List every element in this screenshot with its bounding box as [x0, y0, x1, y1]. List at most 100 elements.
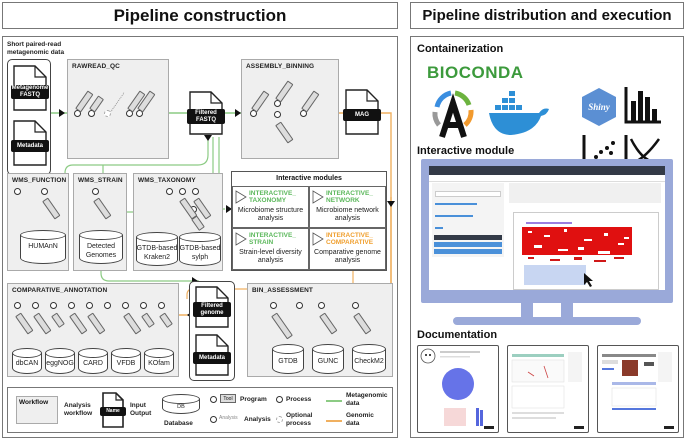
process-node: [270, 302, 277, 309]
module-name: INTERACTIVE_ TAXONOMY: [249, 190, 296, 204]
process-node: [50, 302, 57, 309]
database-vfdb: VFDB: [111, 348, 141, 374]
workflow-label: WMS_STRAIN: [78, 177, 123, 184]
metagenome-fastq-doc: Metagenome FASTQ: [11, 65, 49, 111]
process-node: [14, 188, 21, 195]
legend-analysis-label: Analysis: [244, 416, 271, 423]
interactive-modules-header: Interactive modules: [232, 172, 386, 187]
documentation-heading: Documentation: [417, 329, 498, 341]
process-node: [274, 111, 281, 118]
legend-optional-label: Optional process: [286, 412, 313, 427]
pipeline-construction-panel: Short paired-read metagenomic data Metag…: [2, 36, 398, 438]
metadata-label: Metadata: [11, 140, 49, 152]
module-interactive-taxonomy[interactable]: INTERACTIVE_ TAXONOMY Microbiome structu…: [232, 186, 309, 228]
workflow-label: ASSEMBLY_BINNING: [246, 63, 315, 70]
metagenomic-line-down: [64, 137, 209, 174]
metadata2-label: Metadata: [193, 352, 231, 364]
database-kofam: KOfam: [144, 348, 174, 374]
workflow-comparative-annotation[interactable]: COMPARATIVE_ANNOTATION dbCAN eggNOG CARD: [7, 283, 179, 377]
module-interactive-comparative[interactable]: INTERACTIVE_ COMPARATIVE Comparative gen…: [309, 228, 386, 270]
heatmap-plot: [522, 222, 632, 287]
legend-io-doc: Name: [100, 392, 126, 428]
tool-tag: [105, 88, 125, 113]
database-humann: HUMAnN: [20, 230, 66, 264]
legend-tool-label: Program: [240, 396, 267, 403]
legend-db-label: Database: [164, 420, 193, 427]
database-checkm2: CheckM2: [352, 344, 386, 374]
workflow-assembly-binning[interactable]: ASSEMBLY_BINNING: [241, 59, 339, 159]
database-card: CARD: [78, 348, 108, 374]
module-interactive-strain[interactable]: INTERACTIVE_ STRAIN Strain-level diversi…: [232, 228, 309, 270]
legend-process-node: [276, 396, 283, 403]
module-desc: Strain-level diversity analysis: [239, 249, 302, 264]
interactive-module-heading: Interactive module: [417, 145, 515, 157]
workflow-wms-taxonomy[interactable]: WMS_TAXONOMY GTDB-based Kraken2 GTDB-bas…: [133, 173, 223, 271]
filtered-fastq-doc: Filtered FASTQ: [187, 91, 225, 135]
tool-tag: [33, 312, 52, 335]
tool-tag: [15, 312, 34, 335]
optional-process-node: [104, 110, 111, 117]
monitor-frame: [421, 159, 673, 303]
arrow-into-filtered: [204, 135, 212, 141]
legend: Workflow Analysis workflow Name Input Ou…: [7, 387, 393, 433]
mag-doc: MAG: [343, 89, 381, 135]
play-icon: [235, 232, 247, 246]
doc-screenshot-1[interactable]: [417, 345, 499, 433]
module-interactive-network[interactable]: INTERACTIVE_ NETWORK Microbiome network …: [309, 186, 386, 228]
metadata2-doc: Metadata: [193, 334, 231, 376]
database-detected-genomes: Detected Genomes: [79, 230, 123, 264]
filtered-genome-doc: Filtered genome: [193, 286, 231, 328]
workflow-label: COMPARATIVE_ANNOTATION: [12, 287, 108, 294]
app-screen: [429, 166, 665, 290]
play-icon: [312, 190, 324, 204]
pipeline-distribution-panel: Containerization BIOCONDA Shiny: [410, 36, 684, 438]
module-name: INTERACTIVE_ STRAIN: [249, 232, 296, 246]
legend-genomic-label: Genomic data: [346, 412, 374, 427]
arrow-into-interactive: [226, 205, 232, 213]
legend-analysis-node: [210, 416, 217, 423]
tool-tag: [93, 197, 112, 220]
app-navbar: [429, 166, 665, 175]
docker-logo-icon: [489, 91, 549, 135]
process-node: [158, 302, 165, 309]
legend-db-cylinder: DB: [162, 394, 200, 414]
module-name: INTERACTIVE_ COMPARATIVE: [326, 232, 374, 246]
workflow-wms-function[interactable]: WMS_FUNCTION HUMAnN: [7, 173, 69, 271]
process-node: [92, 188, 99, 195]
workflow-label: WMS_TAXONOMY: [138, 177, 196, 184]
process-node: [318, 302, 325, 309]
process-node: [352, 302, 359, 309]
arrow-into-assembly: [235, 109, 241, 117]
tool-tag: [69, 312, 88, 335]
workflow-rawread-qc[interactable]: RAWREAD_QC: [67, 59, 169, 159]
metagenome-fastq-label: Metagenome FASTQ: [11, 85, 49, 99]
legend-metagenomic-line: [326, 400, 342, 402]
tool-tag: [319, 312, 338, 335]
process-node: [122, 302, 129, 309]
doc-screenshot-3[interactable]: [597, 345, 679, 433]
module-desc: Microbiome structure analysis: [237, 207, 304, 222]
tool-tag: [275, 121, 294, 144]
process-node: [179, 188, 186, 195]
workflow-wms-strain[interactable]: WMS_STRAIN Detected Genomes: [73, 173, 127, 271]
tool-tag: [191, 215, 205, 231]
module-name: INTERACTIVE_ NETWORK: [326, 190, 373, 204]
shiny-logo-icon: Shiny: [582, 88, 616, 126]
pipeline-distribution-title: Pipeline distribution and execution: [410, 2, 684, 29]
legend-analysis-tag: Analysis: [219, 415, 238, 421]
strain-to-interactive: [100, 257, 199, 282]
workflow-label: BIN_ASSESSMENT: [252, 287, 313, 294]
monitor-neck: [521, 303, 573, 319]
database-gtdb: GTDB: [272, 344, 304, 374]
process-node: [32, 302, 39, 309]
database-gtdb-sylph: GTDB-based sylph: [179, 232, 221, 266]
workflow-bin-assessment[interactable]: BIN_ASSESSMENT GTDB GUNC CheckM2: [247, 283, 393, 377]
doc-screenshot-2[interactable]: [507, 345, 589, 433]
bioconda-logo: BIOCONDA: [427, 63, 524, 82]
bar-chart-icon: [624, 87, 661, 124]
process-node: [104, 302, 111, 309]
mag-label: MAG: [343, 109, 381, 121]
app-info-box: [509, 183, 661, 203]
tool-tag: [297, 312, 315, 334]
doc-page-thumbnail: [511, 352, 584, 429]
